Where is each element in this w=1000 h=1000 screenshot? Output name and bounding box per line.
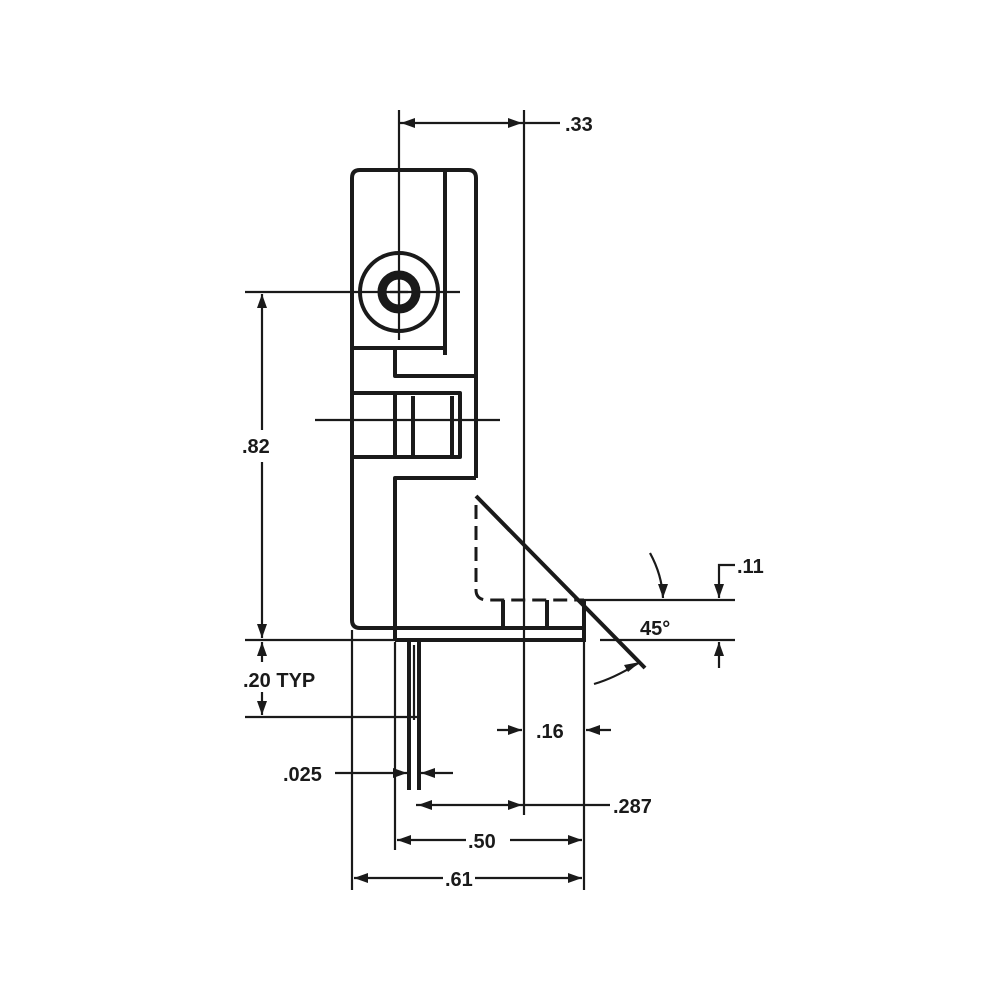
dim-label-025: .025 xyxy=(283,764,322,786)
upper-step xyxy=(352,346,447,355)
extension-lines xyxy=(245,598,735,890)
upper-notch xyxy=(393,345,478,378)
bottom-edge xyxy=(350,600,586,630)
dim-label-287: .287 xyxy=(613,796,652,818)
dim-label-20-typ: .20 TYP xyxy=(243,670,315,692)
pin xyxy=(407,640,421,790)
dim-label-33: .33 xyxy=(565,114,593,136)
dim-label-45-deg: 45° xyxy=(640,618,670,640)
dim-hole-to-face: .33 xyxy=(399,114,593,136)
part-body xyxy=(350,168,647,670)
lower-notch xyxy=(393,476,476,640)
dim-hole-height: .82 xyxy=(242,294,270,638)
center-lines xyxy=(245,110,526,815)
dim-tab-width: .16 xyxy=(497,721,611,743)
bevel-edge xyxy=(474,494,647,670)
dim-pin-length: .20 TYP xyxy=(243,642,315,715)
hidden-cavity xyxy=(474,505,584,602)
dim-pin-offset: .287 xyxy=(416,796,652,818)
dim-pin-thickness: .025 xyxy=(283,764,453,786)
dim-label-82: .82 xyxy=(242,436,270,458)
dim-overall-width: .61 xyxy=(354,869,582,891)
dim-bevel-depth: .11 xyxy=(714,556,764,668)
outer-outline xyxy=(350,168,478,620)
dim-label-61: .61 xyxy=(445,869,473,891)
dim-label-16: .16 xyxy=(536,721,564,743)
dim-bevel-angle: 45° xyxy=(593,552,670,686)
dim-base-width: .50 xyxy=(397,831,582,853)
dim-label-11: .11 xyxy=(737,556,764,578)
dim-label-50: .50 xyxy=(468,831,496,853)
side-hole-block xyxy=(352,391,462,459)
